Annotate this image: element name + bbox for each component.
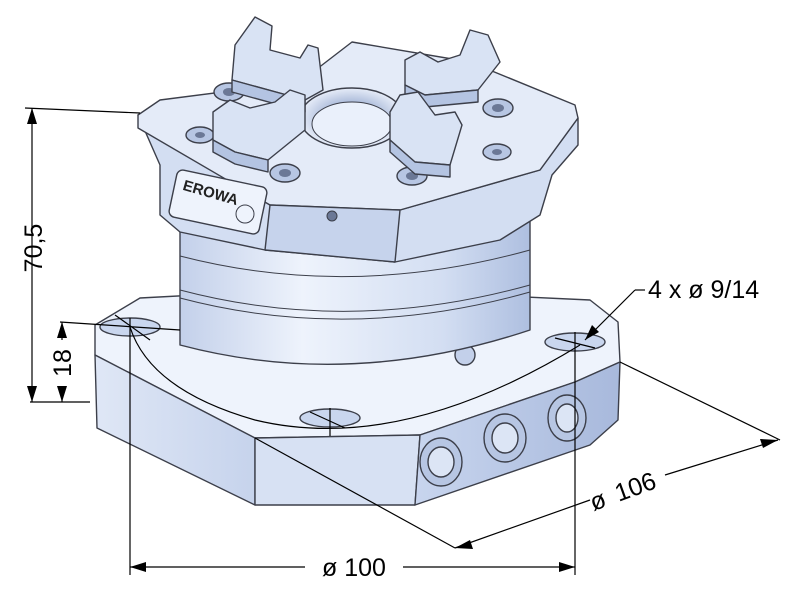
dimension-holes: 4 x ø 9/14 (584, 276, 759, 341)
central-bore (299, 87, 405, 149)
dim-106-symbol: ø (586, 485, 610, 517)
screw-3 (185, 126, 215, 144)
dimension-100: ø 100 (130, 554, 575, 582)
port-1 (419, 437, 463, 487)
construction-lines (24, 107, 781, 575)
logo-plate (168, 169, 268, 235)
dimension-70-5: 70,5 (20, 108, 48, 402)
ports (419, 394, 587, 487)
screw-4 (269, 163, 301, 183)
clamping-jaws (212, 16, 501, 178)
dim-106-label: 106 (611, 467, 660, 508)
screw-6 (482, 143, 512, 161)
dim-18-label: 18 (49, 349, 77, 377)
front-screw (326, 210, 338, 222)
dim-70-5-label: 70,5 (20, 224, 48, 273)
jaw-front-left (212, 89, 306, 173)
dim-100-label: ø 100 (322, 554, 386, 582)
port-3 (547, 394, 587, 442)
screw-2 (482, 98, 514, 118)
jaw-front-right (389, 91, 463, 178)
port-2 (483, 413, 527, 463)
chuck-body: EROWA (137, 41, 579, 263)
dimension-18: 18 (49, 322, 77, 402)
dim-holes-label: 4 x ø 9/14 (648, 276, 759, 304)
